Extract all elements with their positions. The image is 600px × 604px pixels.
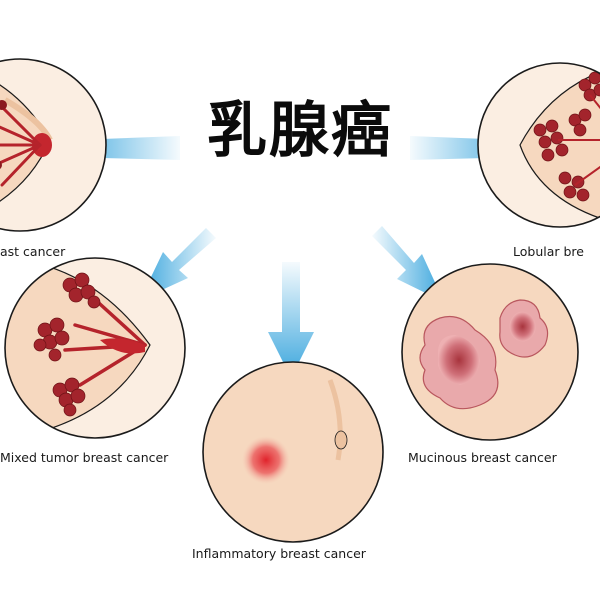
lobular-cancer-illustration: [477, 62, 600, 228]
mixed-tumor-illustration: [4, 257, 186, 439]
label-mucinous: Mucinous breast cancer: [408, 450, 557, 465]
label-lobular: Lobular bre: [513, 244, 584, 259]
arrow-to-mixed: [140, 228, 216, 300]
ductal-cancer-illustration: [0, 58, 107, 232]
label-mixed: Mixed tumor breast cancer: [0, 450, 169, 465]
diagram-title: 乳腺癌: [207, 96, 393, 166]
mucinous-illustration: [401, 263, 579, 441]
label-ductal: ast cancer: [0, 244, 66, 259]
label-inflammatory: Inflammatory breast cancer: [192, 546, 366, 561]
arrow-to-inflammatory: [268, 262, 314, 378]
inflammatory-illustration: [202, 361, 384, 543]
arrow-to-mucinous: [372, 226, 444, 302]
